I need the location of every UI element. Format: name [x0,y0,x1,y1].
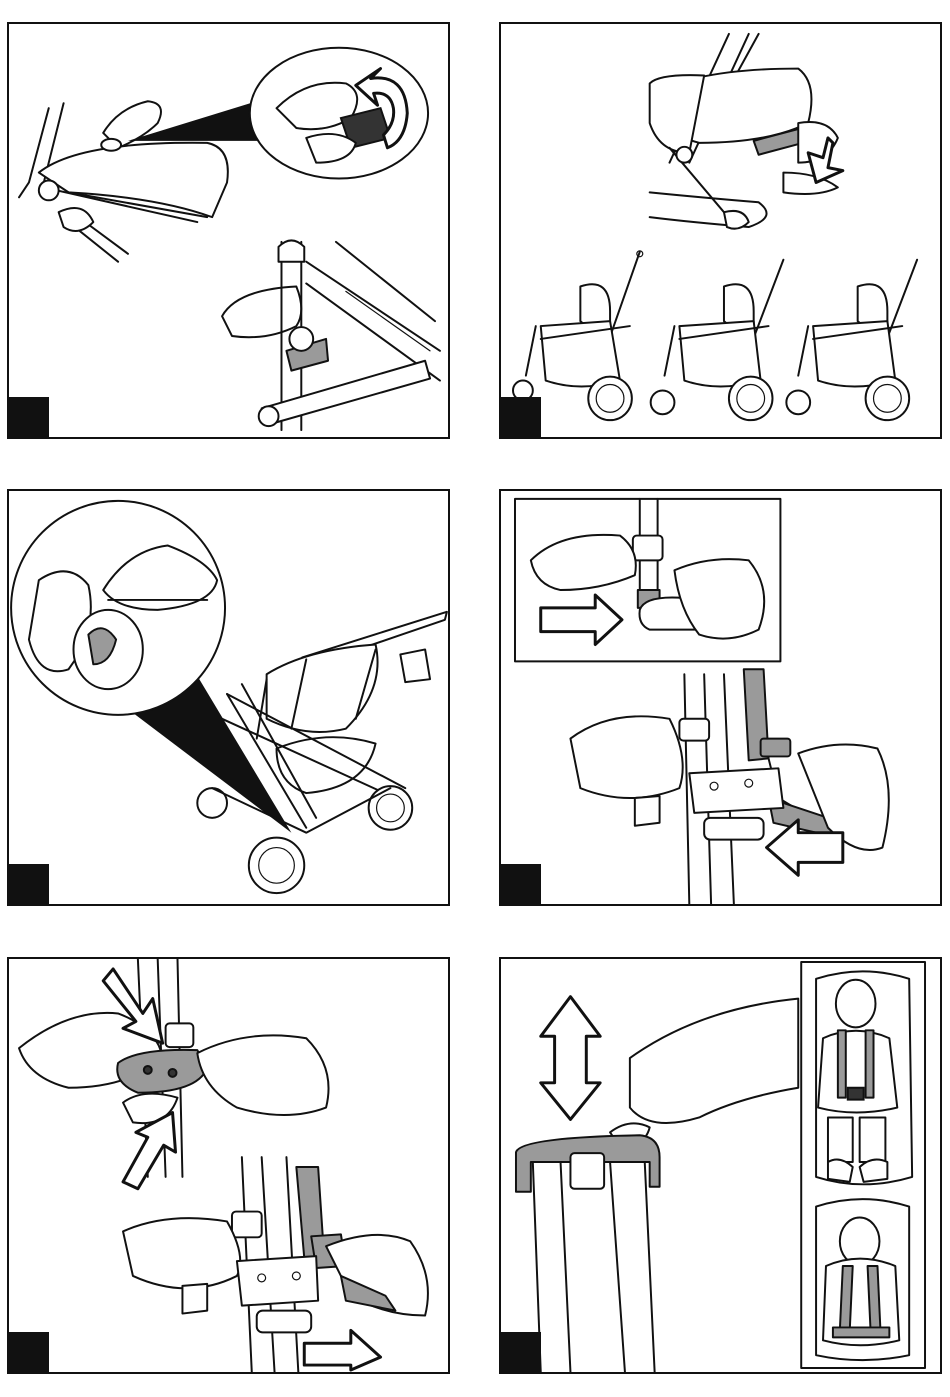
panel-5 [7,957,450,1374]
panel-1 [7,22,450,439]
panel-6 [499,957,942,1374]
stroller-position-2 [651,260,784,420]
child-back-figure [816,1199,909,1360]
child-front-figure [816,971,912,1184]
step-number-badge [9,397,49,437]
step-number-badge [501,1332,541,1372]
panel-4 [499,489,942,906]
harness-shoulder-adjust-illustration [501,959,940,1372]
step-number-badge [9,864,49,904]
step-number-badge [501,864,541,904]
stroller-canopy-clip-illustration [9,24,448,437]
step-number-badge [501,397,541,437]
stroller-recline-illustration [501,24,940,437]
step-number-badge [9,1332,49,1372]
stroller-position-1 [513,251,643,420]
stroller-position-3 [786,260,917,420]
harness-buckle-insert-illustration [501,491,940,904]
panel-3 [7,489,450,906]
stroller-brake-illustration [9,491,448,904]
panel-2 [499,22,942,439]
harness-buckle-release-illustration [9,959,448,1372]
